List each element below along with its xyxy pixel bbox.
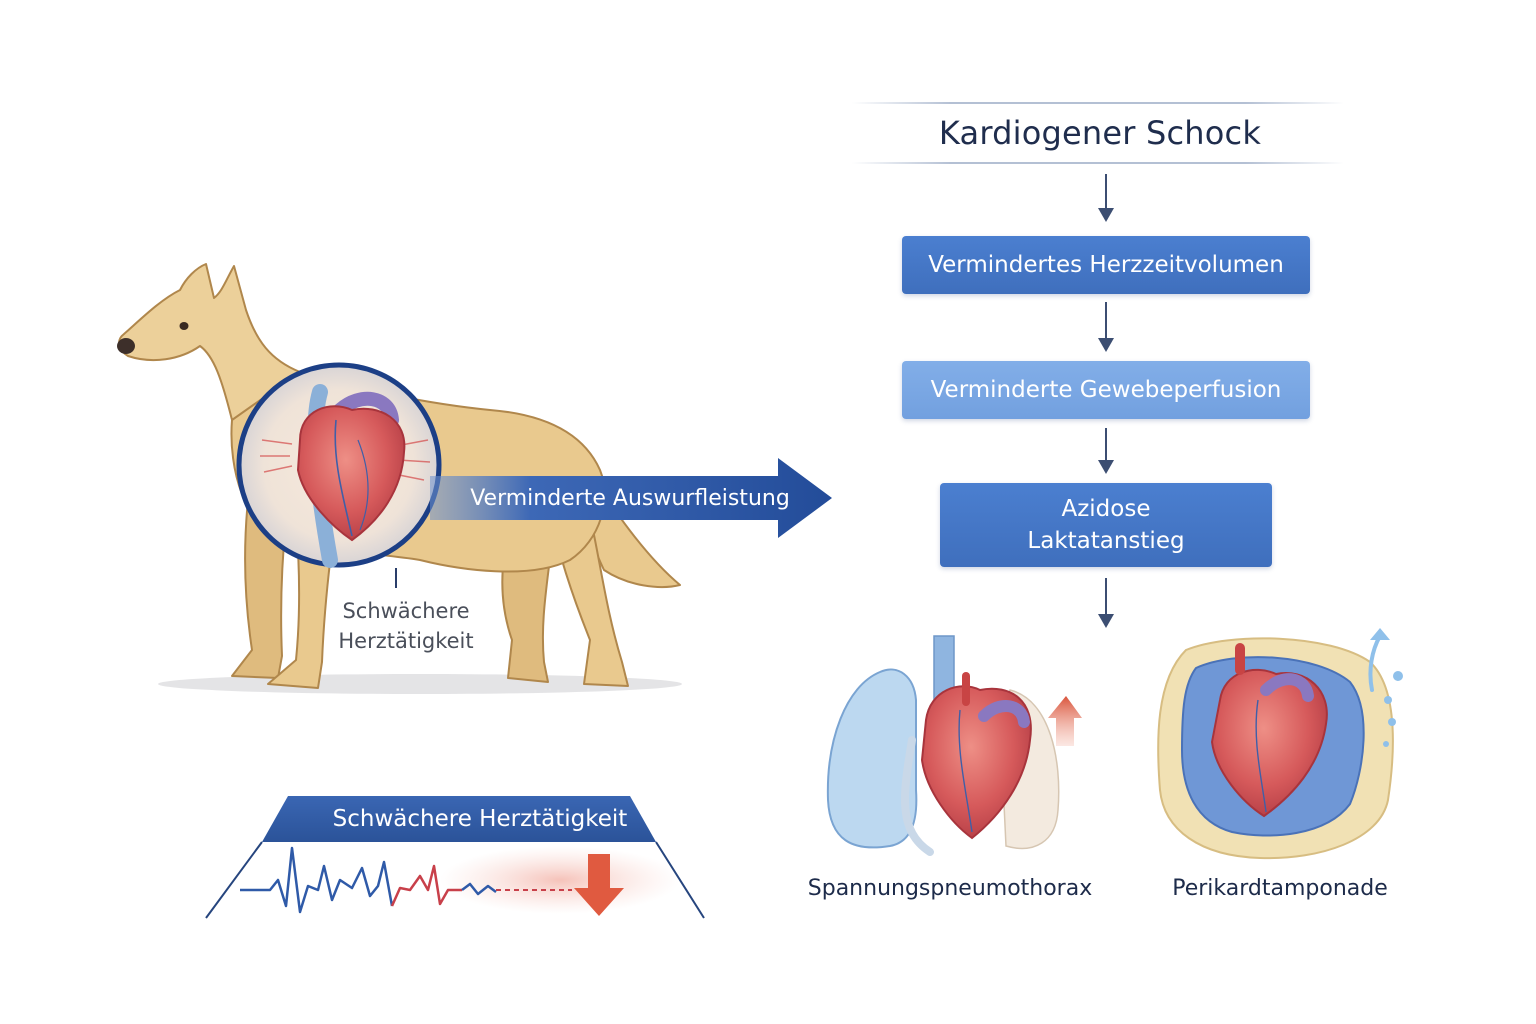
down-arrow-icon — [574, 854, 624, 916]
up-arrow-icon — [1048, 696, 1082, 746]
heart-callout-line2: Herztätigkeit — [338, 629, 474, 654]
banner-label: Schwächere Herztätigkeit — [332, 806, 628, 832]
pericardium-icon — [1157, 628, 1403, 860]
ecg-trace-icon — [240, 846, 572, 914]
flow-box-label: Verminderte Gewebeperfusion — [930, 376, 1282, 403]
diagram-title: Kardiogener Schock — [938, 114, 1262, 152]
flow-arrows — [1098, 174, 1114, 628]
main-arrow-shape — [430, 458, 832, 538]
flow-box-label: Vermindertes Herzzeitvolumen — [928, 251, 1284, 278]
heart-callout-label: Schwächere Herztätigkeit — [300, 596, 512, 657]
banner-shape — [262, 796, 656, 842]
lungs-icon — [826, 635, 1060, 856]
flow-box-azidose: Azidose Laktatanstieg — [940, 483, 1272, 567]
main-arrow-label: Verminderte Auswurfleistung — [470, 485, 790, 511]
heart-icon — [260, 384, 431, 568]
flow-box-line1: Azidose — [1061, 495, 1151, 522]
title-rule-bottom — [852, 162, 1344, 164]
ecg-smear — [440, 846, 680, 914]
condition-label-tamponade: Perikardtamponade — [1172, 876, 1388, 901]
condition-label-pneumothorax: Spannungspneumothorax — [807, 876, 1093, 901]
title-rule-top — [852, 102, 1344, 104]
flow-box-line2: Laktatanstieg — [1027, 528, 1185, 554]
flow-box-herzzeitvolumen: Vermindertes Herzzeitvolumen — [902, 236, 1310, 294]
flow-box-gewebeperfusion: Verminderte Gewebeperfusion — [902, 361, 1310, 419]
heart-callout-line1: Schwächere — [342, 599, 470, 623]
